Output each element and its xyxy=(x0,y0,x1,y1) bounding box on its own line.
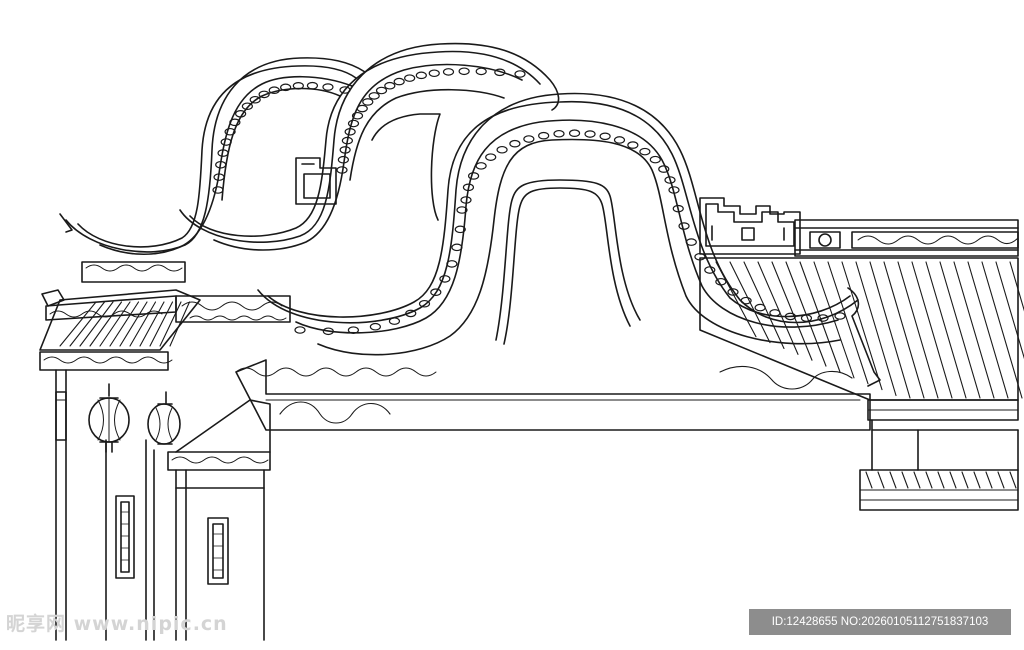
image-id-text: ID:12428655 NO:20260105112751837103 xyxy=(771,616,989,628)
fretwork-ornament xyxy=(699,197,801,255)
finial-ornament xyxy=(295,157,337,205)
front-horse-head-wall xyxy=(235,92,881,431)
back-horse-head-wall xyxy=(59,57,366,283)
left-building xyxy=(39,289,271,641)
right-roof xyxy=(699,219,1024,511)
image-id-bar: ID:12428655 NO:20260105112751837103 xyxy=(749,609,1011,635)
site-watermark-logo: 昵享网 www.nipic.cn xyxy=(6,613,228,635)
